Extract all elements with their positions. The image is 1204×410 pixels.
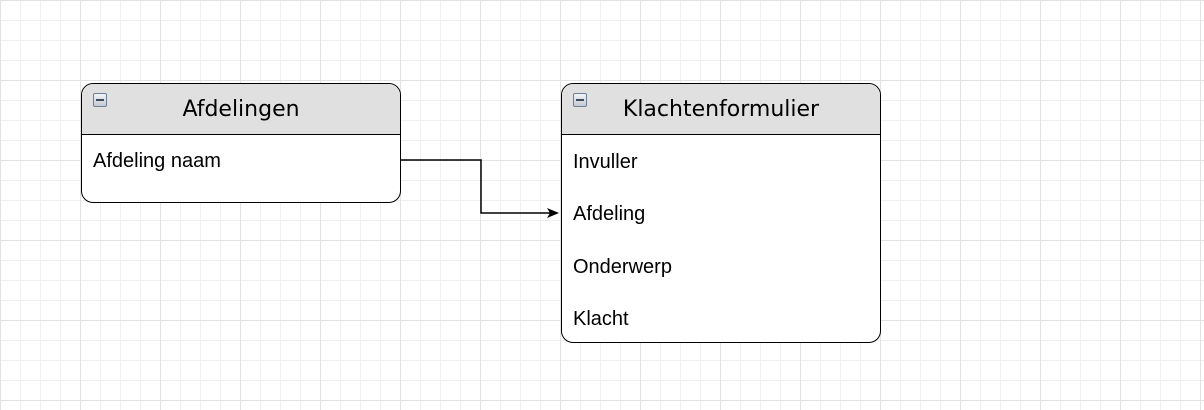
entity-header[interactable]: Klachtenformulier [562,84,880,135]
entity-klachtenformulier[interactable]: Klachtenformulier Invuller Afdeling Onde… [561,83,881,343]
entity-attribute[interactable]: Afdeling [573,203,646,225]
entity-title: Afdelingen [182,96,300,122]
entity-attribute[interactable]: Invuller [573,151,638,173]
entity-title: Klachtenformulier [622,96,820,122]
entity-afdelingen[interactable]: Afdelingen Afdeling naam [81,83,401,203]
collapse-icon[interactable] [573,93,587,107]
entity-header[interactable]: Afdelingen [82,84,400,135]
entity-attribute[interactable]: Afdeling naam [93,150,221,172]
entity-attribute[interactable]: Onderwerp [573,256,672,278]
entity-attribute[interactable]: Klacht [573,308,629,330]
collapse-icon[interactable] [93,93,107,107]
relation-arrow-afdeling[interactable] [401,159,559,218]
